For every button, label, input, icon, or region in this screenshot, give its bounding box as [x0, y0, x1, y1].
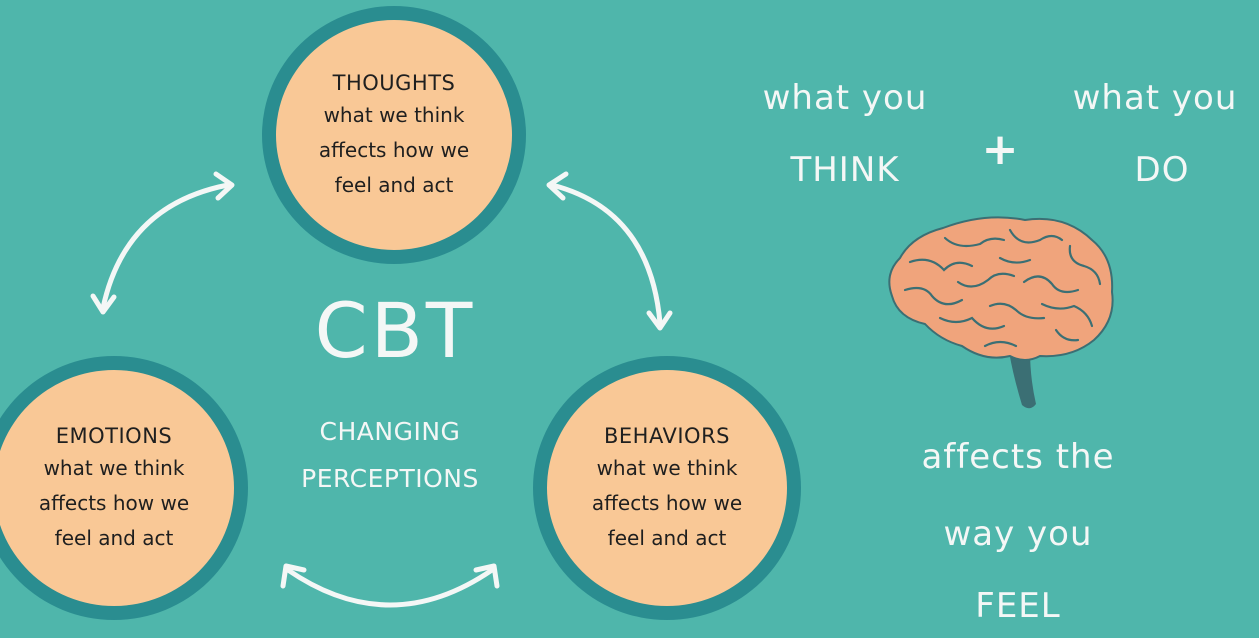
result-line-1: affects the: [921, 437, 1115, 477]
result-line-3: FEEL: [975, 586, 1061, 626]
center-subtitle-line-1: CHANGING: [319, 417, 461, 446]
plus-sign: +: [981, 124, 1019, 175]
node-emotions-line-1: what we think: [43, 455, 185, 480]
do-word: DO: [1134, 150, 1190, 190]
think-word: THINK: [790, 150, 900, 190]
node-emotions: EMOTIONS what we think affects how we fe…: [0, 356, 248, 620]
node-thoughts-line-3: feel and act: [334, 172, 454, 197]
node-behaviors-line-2: affects how we: [591, 490, 743, 515]
arrow-emotions-behaviors: [280, 563, 500, 608]
node-thoughts-line-2: affects how we: [318, 137, 470, 162]
node-thoughts-title: THOUGHTS: [332, 70, 456, 95]
think-prefix: what you: [762, 78, 928, 118]
center-subtitle-line-2: PERCEPTIONS: [301, 464, 479, 493]
brain-icon: [888, 216, 1114, 409]
node-emotions-title: EMOTIONS: [55, 423, 173, 448]
node-behaviors-line-3: feel and act: [607, 525, 727, 550]
arrow-thoughts-behaviors: [546, 171, 673, 331]
node-thoughts-line-1: what we think: [323, 102, 465, 127]
center-title: CBT: [314, 286, 476, 375]
arrow-thoughts-emotions: [90, 171, 235, 315]
node-thoughts: THOUGHTS what we think affects how we fe…: [262, 6, 526, 264]
node-behaviors: BEHAVIORS what we think affects how we f…: [533, 356, 801, 620]
node-emotions-line-2: affects how we: [38, 490, 190, 515]
node-behaviors-line-1: what we think: [596, 455, 738, 480]
do-prefix: what you: [1072, 78, 1238, 118]
node-behaviors-title: BEHAVIORS: [604, 423, 730, 448]
result-line-2: way you: [943, 514, 1093, 554]
node-emotions-line-3: feel and act: [54, 525, 174, 550]
